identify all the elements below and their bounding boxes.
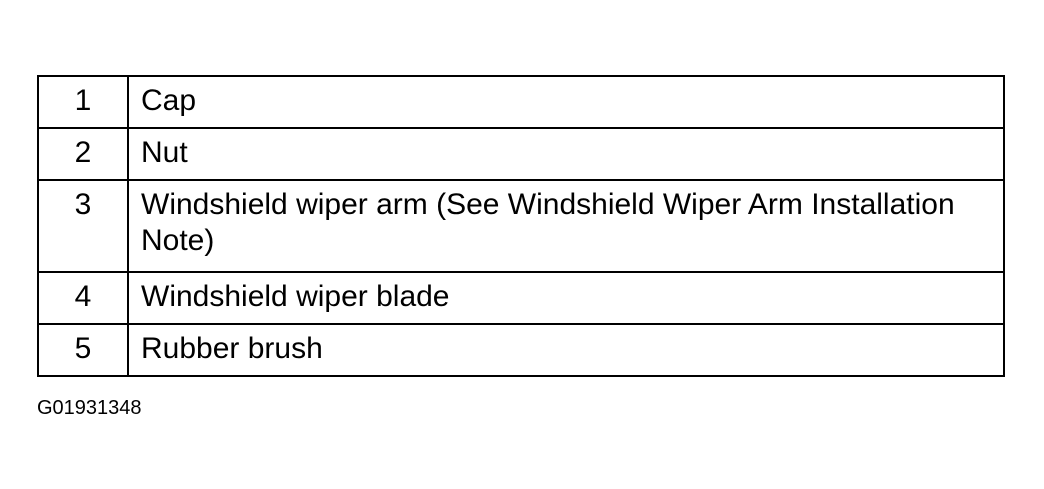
item-number: 4 [37,271,129,325]
item-number: 2 [37,127,129,181]
item-description: Cap [127,75,1005,129]
table-row: 5 Rubber brush [37,323,1005,377]
figure-id: G01931348 [37,397,142,419]
item-description: Rubber brush [127,323,1005,377]
item-number: 1 [37,75,129,129]
legend-table: 1 Cap 2 Nut 3 Windshield wiper arm (See … [37,75,1005,377]
table-row: 4 Windshield wiper blade [37,271,1005,325]
item-number: 5 [37,323,129,377]
item-description: Nut [127,127,1005,181]
item-number: 3 [37,179,129,273]
item-description: Windshield wiper arm (See Windshield Wip… [127,179,1005,273]
table-row: 2 Nut [37,127,1005,181]
table-row: 1 Cap [37,75,1005,129]
table-row: 3 Windshield wiper arm (See Windshield W… [37,179,1005,273]
item-description: Windshield wiper blade [127,271,1005,325]
